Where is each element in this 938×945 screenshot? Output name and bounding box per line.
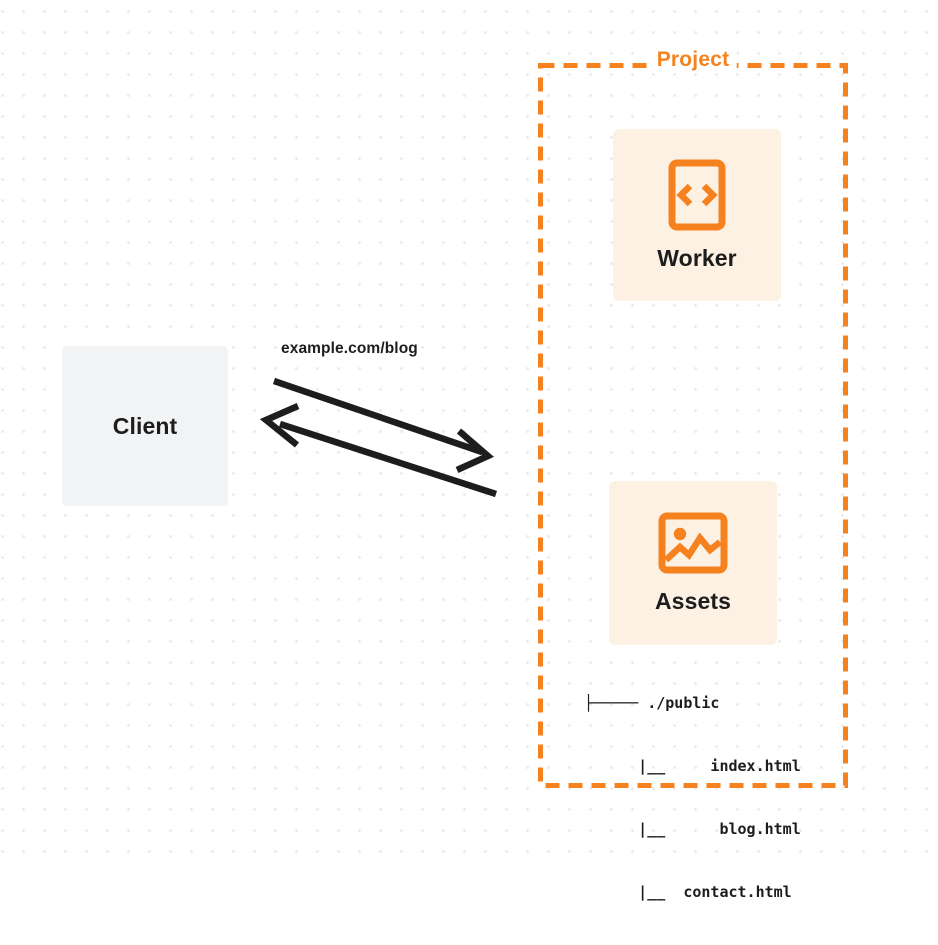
- project-dashed-border: [538, 63, 848, 788]
- node-worker-label: Worker: [657, 244, 737, 271]
- project-group: Project Worker Assets: [538, 48, 848, 901]
- file-tree-row: |__ blog.html: [584, 820, 801, 838]
- diagram-canvas: Client example.com/blog Project: [0, 0, 938, 901]
- node-client-label: Client: [112, 412, 178, 439]
- code-brackets-icon: [668, 159, 726, 231]
- project-title: Project: [649, 48, 737, 72]
- node-assets-label: Assets: [654, 587, 732, 614]
- node-client[interactable]: Client: [62, 346, 228, 506]
- node-worker[interactable]: Worker: [613, 129, 781, 301]
- arrow-project-to-client: [259, 403, 498, 498]
- connection-label: example.com/blog: [281, 340, 418, 357]
- file-tree-row: ├───── ./public: [584, 694, 720, 712]
- file-tree: ├───── ./public |__ index.html |__ blog.…: [584, 651, 829, 945]
- file-tree-row: |__ index.html: [584, 757, 801, 775]
- arrow-client-to-project: [272, 377, 494, 473]
- file-tree-row: |__ contact.html: [584, 883, 792, 901]
- node-assets[interactable]: Assets: [609, 481, 777, 645]
- image-icon: [658, 512, 728, 574]
